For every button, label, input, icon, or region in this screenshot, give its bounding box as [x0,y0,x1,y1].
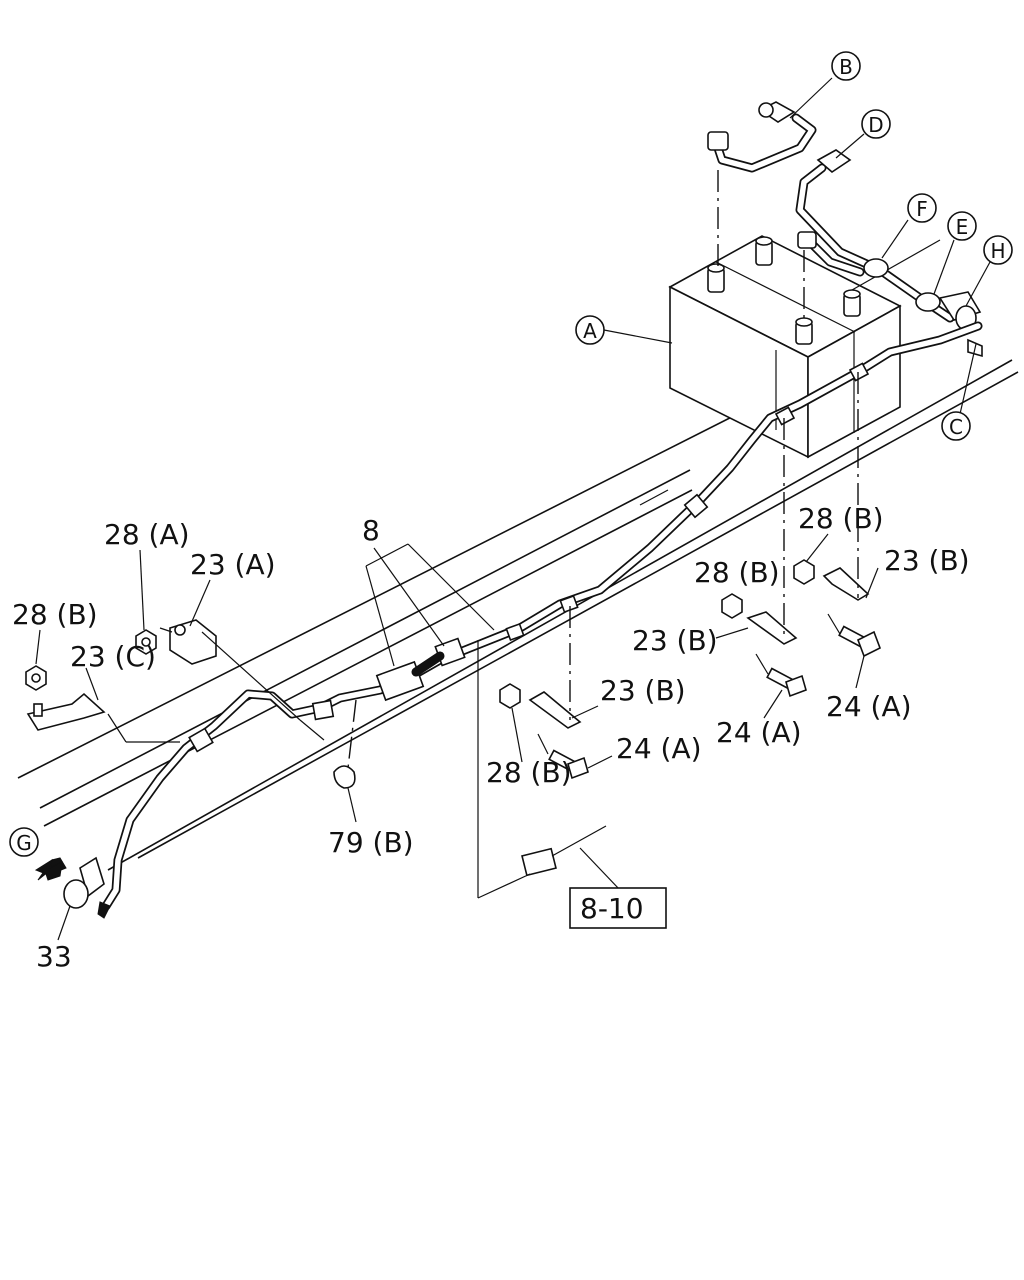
label-24a-right: 24 (A) [826,690,912,723]
svg-text:D: D [868,113,883,137]
cable-d [795,149,983,358]
svg-text:A: A [583,319,597,343]
label-8: 8 [362,514,380,547]
label-28b-low: 28 (B) [486,756,572,789]
label-24a-mid: 24 (A) [716,716,802,749]
circle-label-b: B [831,51,861,81]
label-79b: 79 (B) [328,826,414,859]
label-23b-mid: 23 (B) [632,624,718,657]
leader-lines [35,77,991,941]
hardware [25,372,882,877]
label-23b-low: 23 (B) [600,674,686,707]
svg-text:E: E [956,215,969,239]
circle-label-f: F [907,193,937,223]
reference-box-8-10[interactable]: 8-10 [569,887,667,929]
svg-text:H: H [990,239,1005,263]
circle-label-c: C [941,411,971,441]
svg-text:B: B [839,55,853,79]
circle-label-d: D [861,109,891,139]
svg-text:G: G [16,831,32,855]
svg-text:F: F [916,197,928,221]
label-24a-low: 24 (A) [616,732,702,765]
cable-b [707,101,817,268]
label-23b-right: 23 (B) [884,544,970,577]
label-33: 33 [36,940,72,973]
label-28b-right: 28 (B) [798,502,884,535]
label-23c: 23 (C) [70,640,156,673]
svg-text:C: C [949,415,963,439]
circle-label-g: G [9,827,39,857]
svg-text:8-10: 8-10 [580,892,644,925]
grommet-33 [34,856,105,909]
label-23a: 23 (A) [190,548,276,581]
label-28a: 28 (A) [104,518,190,551]
circle-label-a: A [575,315,605,345]
label-28b-mid: 28 (B) [694,556,780,589]
circle-label-e: E [947,211,977,241]
main-harness [97,321,983,919]
label-28b-left: 28 (B) [12,598,98,631]
circle-label-h: H [983,235,1013,265]
